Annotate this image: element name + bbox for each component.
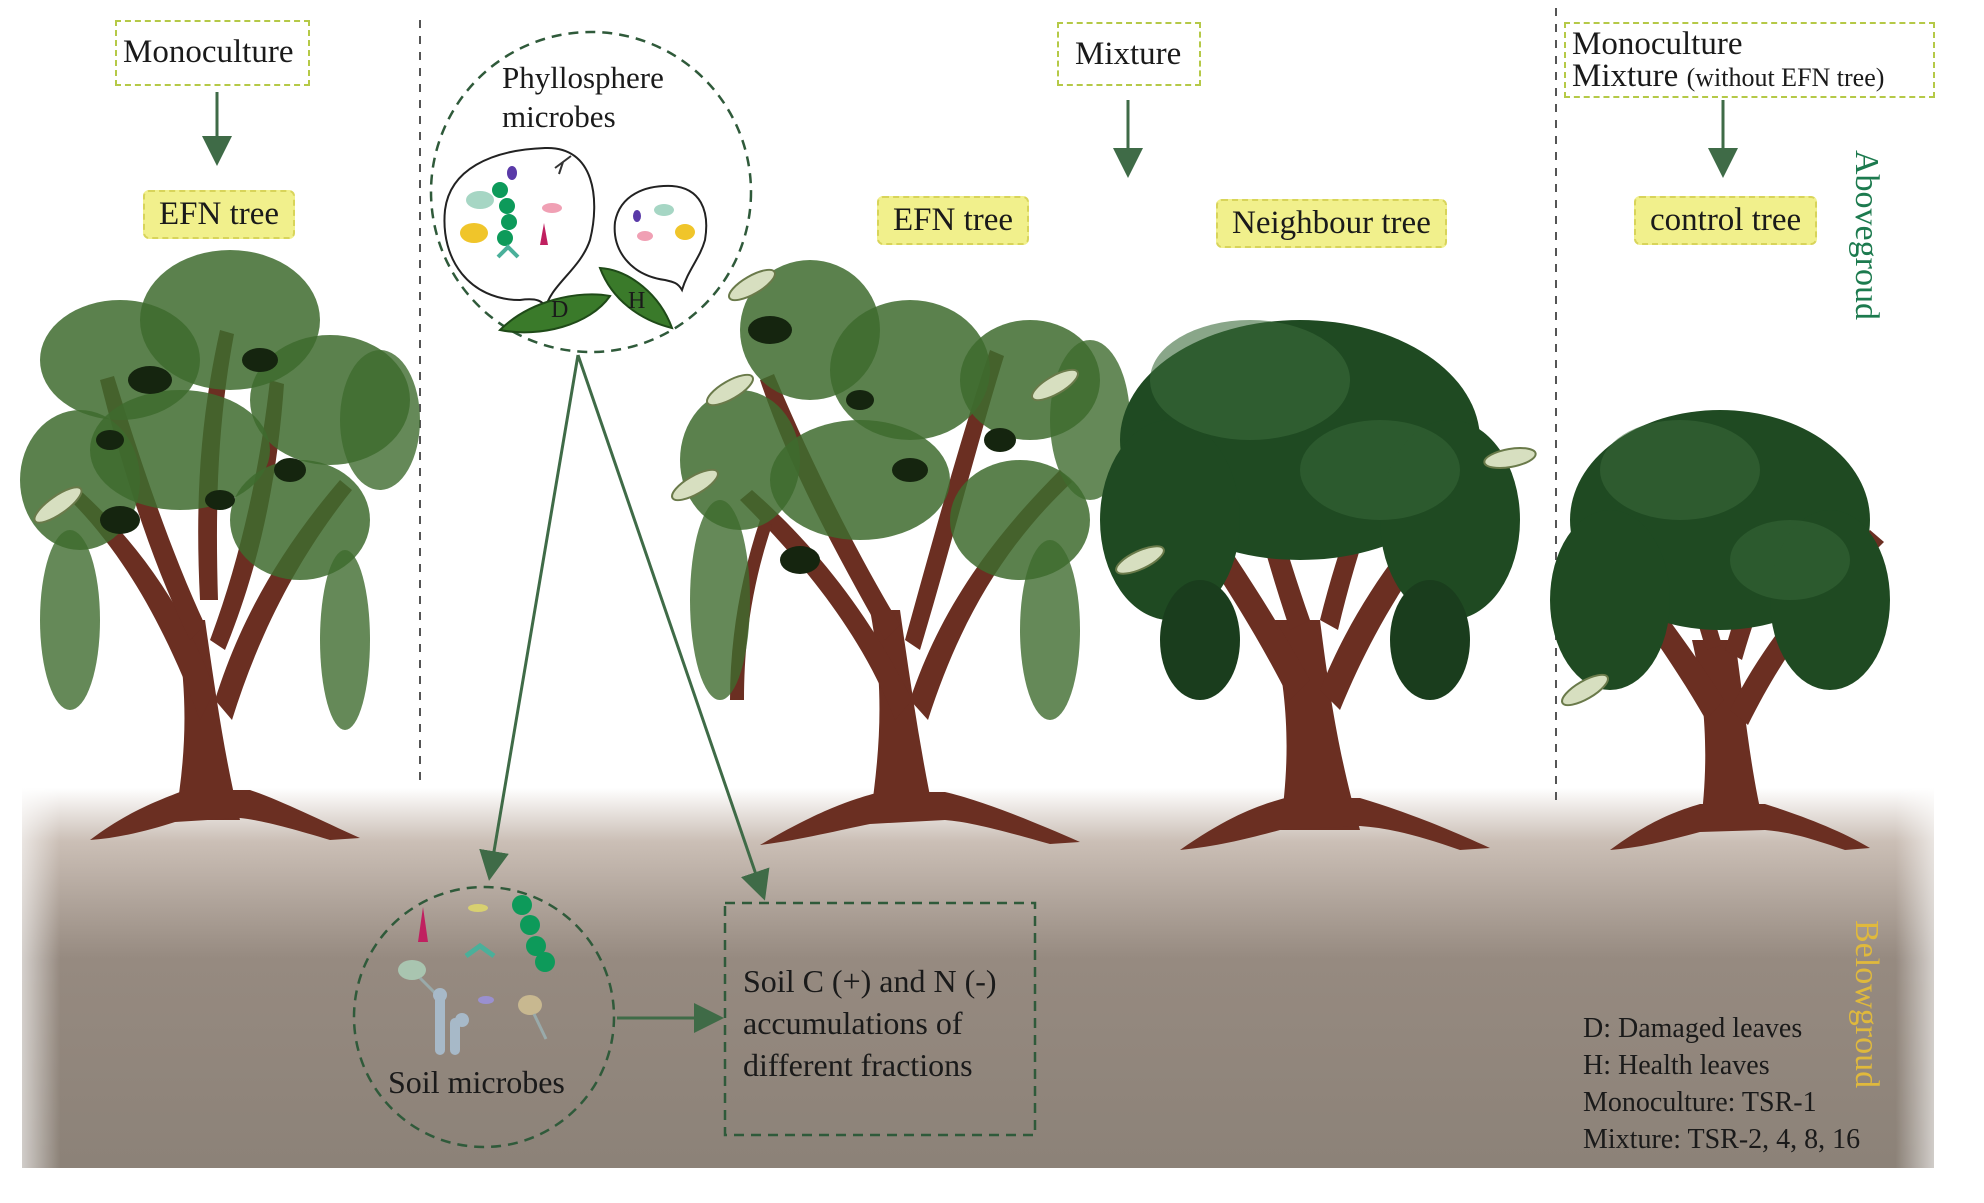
- efn-tree-mixture: [671, 260, 1130, 845]
- caterpillar-icon: [728, 268, 776, 302]
- caterpillar-icon: [1115, 545, 1165, 575]
- soil-text-line2: accumulations of: [743, 1005, 963, 1041]
- mixture-box: Mixture: [1057, 22, 1201, 86]
- phyllosphere-line2: microbes: [502, 99, 616, 134]
- efn-tree-left-tag: EFN tree: [143, 190, 296, 239]
- caterpillar-icon: [1483, 447, 1537, 469]
- monoculture-box: Monoculture: [115, 20, 310, 86]
- soil-text-line1: Soil C (+) and N (-): [743, 963, 997, 999]
- soil-layer-edge: [22, 788, 1934, 1168]
- efn-tree-monoculture: [20, 250, 420, 840]
- caterpillar-icon: [1561, 673, 1609, 707]
- control-treatment-box: Monoculture Mixture (without EFN tree): [1564, 22, 1935, 98]
- legend-item: Mixture: TSR-2, 4, 8, 16: [1583, 1124, 1861, 1155]
- arrow-phyllosphere-to-soil-microbes: [479, 354, 580, 881]
- phyllosphere-line1: Phyllosphere: [502, 60, 664, 95]
- aboveground-label: Abovegroud: [1848, 150, 1885, 320]
- control-tree-tag: control tree: [1634, 196, 1818, 245]
- neighbour-tree: [1100, 320, 1537, 850]
- broad-foliage: [1550, 410, 1890, 690]
- healthy-leaf: [598, 266, 674, 330]
- control-box-line1: Monoculture: [1572, 26, 1743, 62]
- leaf-label-healthy: H: [628, 288, 646, 314]
- fine-foliage: [680, 260, 1130, 720]
- damaged-leaf: [497, 293, 612, 334]
- soil-microbes-label: Soil microbes: [388, 1064, 565, 1100]
- soil-accumulation-text: Soil C (+) and N (-) accumulations of di…: [743, 960, 997, 1086]
- control-box-line2: Mixture (without EFN tree): [1572, 60, 1933, 94]
- fine-foliage: [20, 250, 420, 730]
- monoculture-label: Monoculture: [123, 34, 294, 70]
- control-box-mixture: Mixture: [1572, 58, 1679, 94]
- control-tree: [1550, 410, 1890, 850]
- microbe-icons: [398, 895, 555, 1055]
- soil-microbes-callout: [352, 885, 616, 1149]
- caterpillar-icon: [33, 486, 83, 524]
- soil-text-line3: different fractions: [743, 1047, 973, 1083]
- legend-item: D: Damaged leaves: [1583, 1013, 1803, 1044]
- control-box-note: (without EFN tree): [1686, 63, 1885, 92]
- soil-microbes-circle: [352, 885, 616, 1149]
- broad-foliage: [1100, 320, 1520, 700]
- soil-accumulation-box: [723, 901, 1037, 1137]
- legend-item: H: Health leaves: [1583, 1050, 1770, 1081]
- arrow-phyllosphere-to-soil-carbon: [576, 354, 770, 901]
- mixture-label: Mixture: [1075, 36, 1182, 72]
- caterpillar-icon: [1031, 368, 1079, 402]
- phyllosphere-callout: [429, 30, 753, 354]
- neighbour-tree-tag: Neighbour tree: [1216, 199, 1447, 248]
- legend: D: Damaged leaves H: Health leaves Monoc…: [1583, 1010, 1860, 1158]
- caterpillar-icon: [671, 468, 719, 502]
- dark-leaf-clusters: [748, 316, 1016, 574]
- phyllosphere-title: Phyllosphere microbes: [502, 58, 664, 136]
- dark-leaf-clusters: [96, 348, 306, 534]
- microbe-icons: [460, 155, 695, 259]
- efn-tree-mid-tag: EFN tree: [877, 196, 1030, 245]
- legend-item: Monoculture: TSR-1: [1583, 1087, 1817, 1118]
- leaf-label-damaged: D: [551, 297, 569, 323]
- caterpillar-icon: [706, 373, 754, 407]
